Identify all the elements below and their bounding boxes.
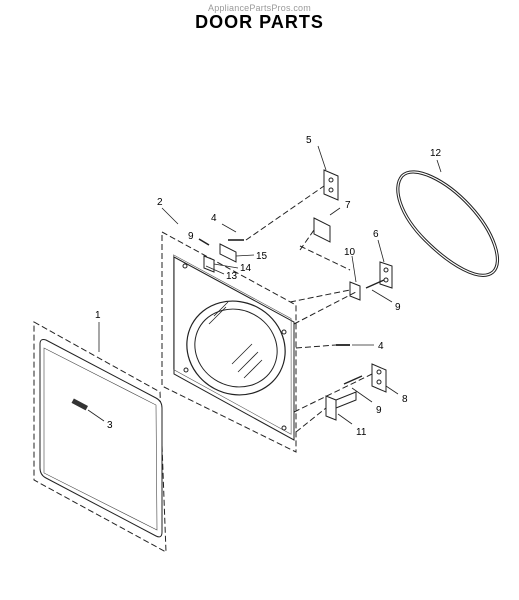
callout-4-lower: 4 [378, 341, 384, 352]
callout-1: 1 [95, 310, 101, 321]
callout-3: 3 [107, 420, 113, 431]
callout-9-right: 9 [395, 302, 401, 313]
page-title: DOOR PARTS [195, 12, 324, 32]
upper-left-screw [198, 238, 210, 246]
outer-door-outline [33, 321, 167, 553]
inner-door-panel [161, 231, 297, 453]
callout-9-upper-left: 9 [188, 231, 194, 242]
outer-door-face [39, 339, 163, 538]
outer-door-panel [33, 321, 167, 553]
door-strike [203, 255, 239, 275]
callout-10: 10 [344, 247, 356, 258]
callout-12: 12 [430, 148, 442, 159]
callout-5: 5 [306, 135, 312, 146]
latch-bracket [219, 243, 255, 263]
door-window-glass [194, 308, 278, 388]
callout-7: 7 [345, 200, 351, 211]
callout-9-lower: 9 [376, 405, 382, 416]
callout-4-upper: 4 [211, 213, 217, 224]
watermark-text: AppliancePartsPros.com [208, 3, 311, 13]
callout-2: 2 [157, 197, 163, 208]
inner-door-outline [161, 231, 297, 453]
door-seal-gasket [396, 170, 500, 277]
callout-11: 11 [356, 427, 367, 438]
callout-6: 6 [373, 229, 379, 240]
lower-hinge-plate [371, 363, 399, 395]
callout-14: 14 [240, 263, 252, 274]
upper-hinge [317, 145, 339, 201]
callout-leaders [98, 159, 442, 352]
callout-8: 8 [402, 394, 408, 405]
callout-labels: 1 2 3 4 4 5 6 7 8 9 9 9 10 11 12 13 14 1… [95, 135, 442, 438]
lower-hinge [325, 375, 373, 425]
door-badge [71, 398, 105, 422]
latch-plate [377, 239, 393, 289]
callout-13: 13 [226, 271, 238, 282]
assembly-lines [245, 185, 373, 433]
hinge-plate [313, 207, 341, 243]
latch-assembly [349, 255, 393, 303]
callout-15: 15 [256, 251, 268, 262]
upper-screw [221, 223, 244, 241]
